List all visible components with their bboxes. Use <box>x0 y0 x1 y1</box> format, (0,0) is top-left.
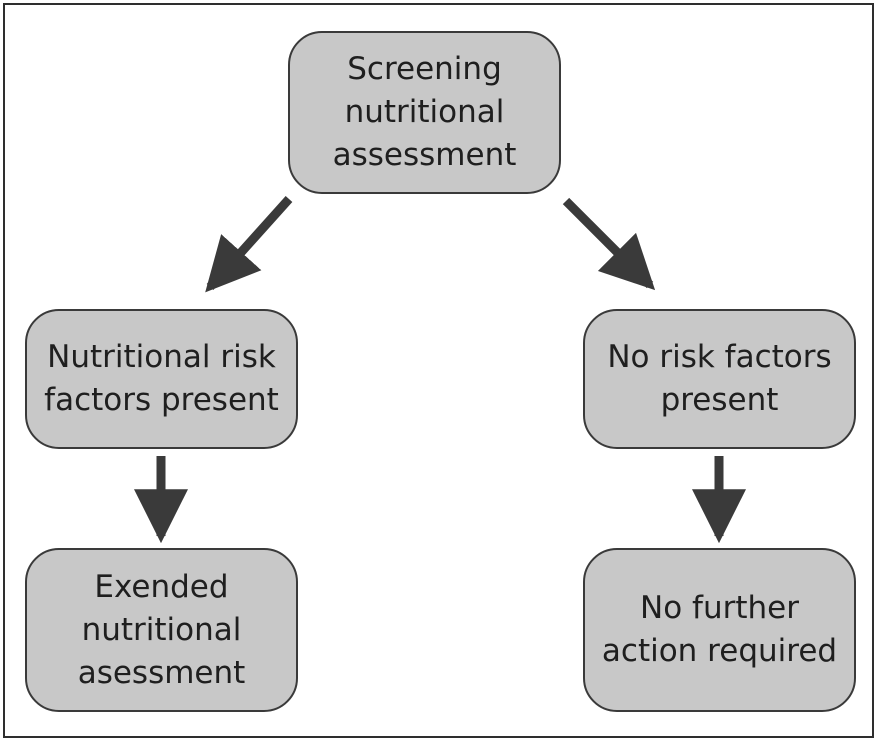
node-label: Screening nutritional assessment <box>332 51 517 173</box>
node-nutritional-risk-factors-present: Nutritional risk factors present <box>25 309 298 449</box>
arrow-screening-to-risk <box>205 195 293 293</box>
diagram-frame <box>3 3 874 738</box>
node-label: Nutritional risk factors present <box>44 339 279 418</box>
node-extended-nutritional-assessment: Exended nutritional asessment <box>25 548 298 712</box>
node-label: No further action required <box>601 590 838 669</box>
node-label: Exended nutritional asessment <box>77 568 246 691</box>
arrow-screening-to-norisk <box>562 197 656 291</box>
node-screening-nutritional-assessment: Screening nutritional assessment <box>288 31 561 194</box>
node-no-risk-factors-present: No risk factors present <box>583 309 856 449</box>
node-no-further-action-required: No further action required <box>583 548 856 712</box>
node-label: No risk factors present <box>607 339 832 418</box>
